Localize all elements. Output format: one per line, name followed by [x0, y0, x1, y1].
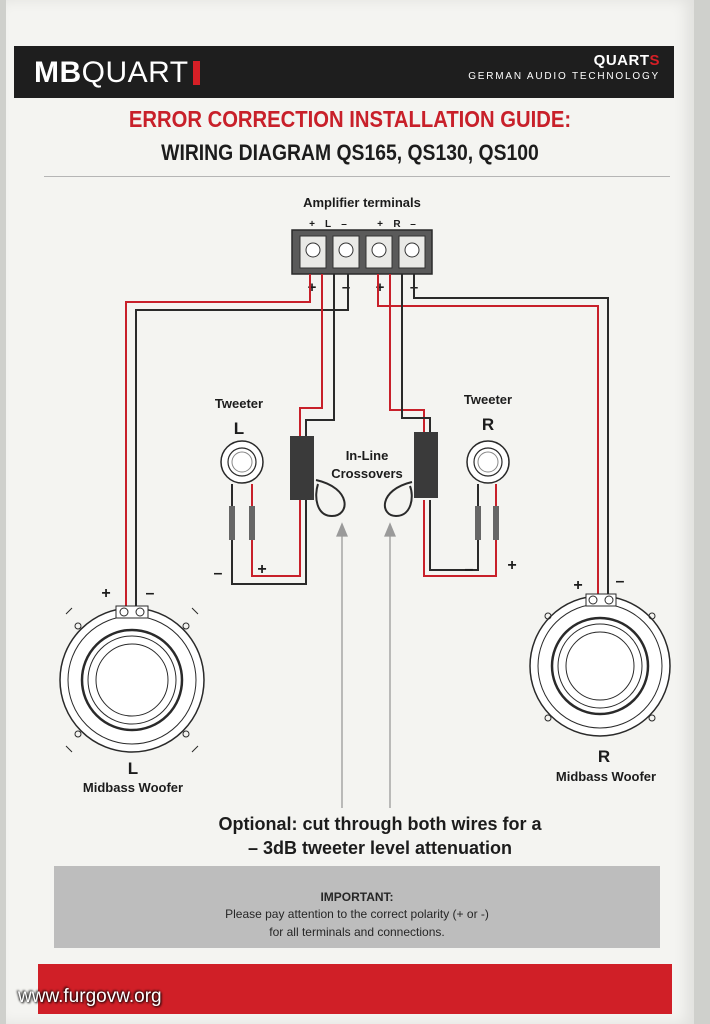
tweeter-left-plus: +: [257, 561, 266, 578]
woofer-left-label: Midbass Woofer: [83, 780, 183, 795]
mbquart-logo: MBQUART: [34, 56, 200, 90]
crossover-left: [290, 436, 314, 500]
guide-sheet: [6, 0, 694, 1024]
woofer-right-label: Midbass Woofer: [556, 769, 656, 784]
amp-r-plus: +: [376, 279, 385, 296]
woofer-left-minus: –: [146, 585, 155, 602]
optional-cut-loops: [315, 479, 413, 518]
woofer-left-icon: [59, 605, 205, 753]
title-divider: [44, 176, 670, 177]
header-bar: MBQUART QUARTS GERMAN AUDIO TECHNOLOGY: [14, 46, 674, 98]
tweeter-right-icon: [466, 440, 510, 484]
amp-label-l-minus: –: [341, 219, 347, 230]
left-channel-wires: [125, 274, 349, 610]
important-line-2: for all terminals and connections.: [269, 925, 445, 939]
tweeter-right-side: R: [482, 415, 494, 434]
crossover-label-2: Crossovers: [331, 466, 403, 481]
woofer-right-minus: –: [616, 573, 625, 590]
amp-label-l: L: [325, 219, 331, 230]
guide-subtitle: WIRING DIAGRAM QS165, QS130, QS100: [161, 140, 539, 165]
tweeter-lead-connectors: [229, 506, 499, 540]
woofer-right-side: R: [598, 747, 610, 766]
tweeter-right-plus: +: [507, 557, 516, 574]
amp-terminal-polarity-labels: + L – + R –: [309, 219, 416, 230]
important-title: IMPORTANT:: [320, 890, 394, 904]
brand-tagline: GERMAN AUDIO TECHNOLOGY: [468, 71, 660, 82]
woofer-right-plus: +: [573, 577, 582, 594]
crossover-label-1: In-Line: [346, 448, 389, 463]
amp-label-r-minus: –: [410, 219, 416, 230]
crossover-right: [414, 432, 438, 498]
note-line-2: – 3dB tweeter level attenuation: [247, 838, 513, 858]
amp-l-minus: –: [342, 279, 350, 296]
amp-label-r: R: [393, 219, 401, 230]
amp-label-l-plus: +: [309, 219, 315, 230]
note-line-1: Optional: cut through both wires for a: [218, 814, 542, 834]
tweeter-right-minus: –: [465, 561, 474, 578]
tweeter-left-label: Tweeter: [215, 396, 263, 411]
important-line-1: Please pay attention to the correct pola…: [225, 907, 489, 921]
woofer-left-plus: +: [101, 585, 110, 602]
optional-attenuation-note: Optional: cut through both wires for a –…: [0, 812, 710, 860]
tweeter-left-minus: –: [214, 565, 223, 582]
important-notice: IMPORTANT: Please pay attention to the c…: [54, 866, 660, 948]
watermark: www.furgovw.org: [18, 986, 162, 1007]
footer-bar: [38, 964, 672, 1014]
tweeter-right-label: Tweeter: [464, 392, 512, 407]
woofer-right-icon: [529, 593, 671, 737]
amp-terminal-block: [291, 229, 433, 275]
brand-block: QUARTS GERMAN AUDIO TECHNOLOGY: [468, 52, 660, 82]
optional-cut-arrows: [336, 522, 396, 808]
tweeter-left-icon: [220, 440, 264, 484]
amp-label-r-plus: +: [377, 219, 383, 230]
guide-title: ERROR CORRECTION INSTALLATION GUIDE:: [128, 106, 572, 132]
tweeter-left-side: L: [234, 419, 244, 438]
woofer-left-side: L: [128, 759, 138, 778]
right-channel-wires: [377, 274, 609, 596]
amp-l-plus: +: [308, 279, 317, 296]
amp-terminals-label: Amplifier terminals: [303, 195, 421, 210]
brand-name: QUARTS: [593, 52, 660, 69]
